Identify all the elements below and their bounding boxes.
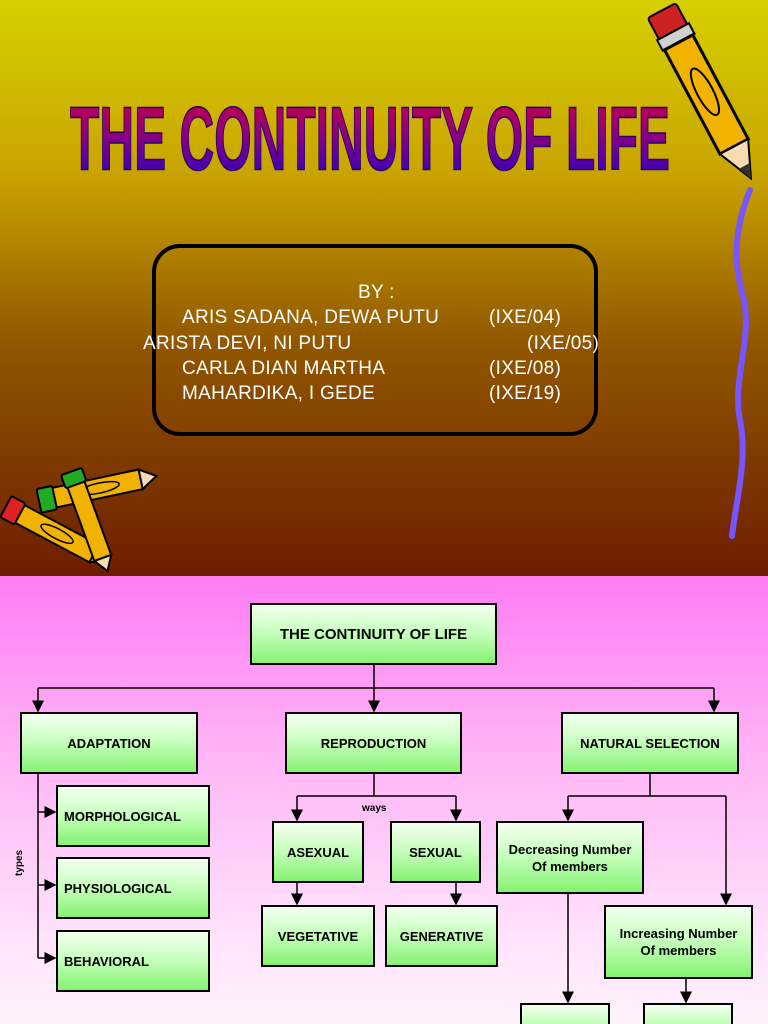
author-name: CARLA DIAN MARTHA xyxy=(182,358,386,379)
partial-node xyxy=(643,1003,733,1024)
author-code: (IXE/19) xyxy=(489,383,562,404)
vegetative-node: VEGETATIVE xyxy=(261,905,375,967)
generative-node: GENERATIVE xyxy=(385,905,498,967)
author-name: ARISTA DEVI, NI PUTU xyxy=(143,333,352,354)
author-name: ARIS SADANA, DEWA PUTU xyxy=(182,307,440,328)
author-code: (IXE/04) xyxy=(489,307,562,328)
author-name: MAHARDIKA, I GEDE xyxy=(182,383,376,404)
crossed-pencils-icon xyxy=(0,467,159,573)
asexual-node: ASEXUAL xyxy=(272,821,364,883)
behavioral-node: BEHAVIORAL xyxy=(56,930,210,992)
reproduction-node: REPRODUCTION xyxy=(285,712,462,774)
decreasing-members-node: Decreasing Number Of members xyxy=(496,821,644,894)
physiological-node: PHYSIOLOGICAL xyxy=(56,857,210,919)
author-code: (IXE/05) xyxy=(527,333,600,354)
slide-title: THE CONTINUITY OF LIFE xyxy=(70,90,670,190)
morphological-node: MORPHOLOGICAL xyxy=(56,785,210,847)
connector-lines xyxy=(32,665,732,1004)
root-node: THE CONTINUITY OF LIFE xyxy=(250,603,497,665)
sexual-node: SEXUAL xyxy=(390,821,481,883)
author-code: (IXE/08) xyxy=(489,358,562,379)
types-label: types xyxy=(14,849,25,876)
adaptation-node: ADAPTATION xyxy=(20,712,198,774)
concept-map-slide: ways types THE CONTINUITY OF LIFE ADAPTA… xyxy=(0,576,768,1024)
by-label: BY : xyxy=(358,282,395,303)
title-slide: THE CONTINUITY OF LIFE xyxy=(0,0,768,576)
increasing-members-node: Increasing Number Of members xyxy=(604,905,753,979)
pencil-icon xyxy=(647,3,753,539)
partial-node xyxy=(520,1003,610,1024)
authors-box xyxy=(152,244,598,436)
natural-selection-node: NATURAL SELECTION xyxy=(561,712,739,774)
ways-label: ways xyxy=(362,803,387,814)
title-graphic: THE CONTINUITY OF LIFE xyxy=(69,89,670,190)
